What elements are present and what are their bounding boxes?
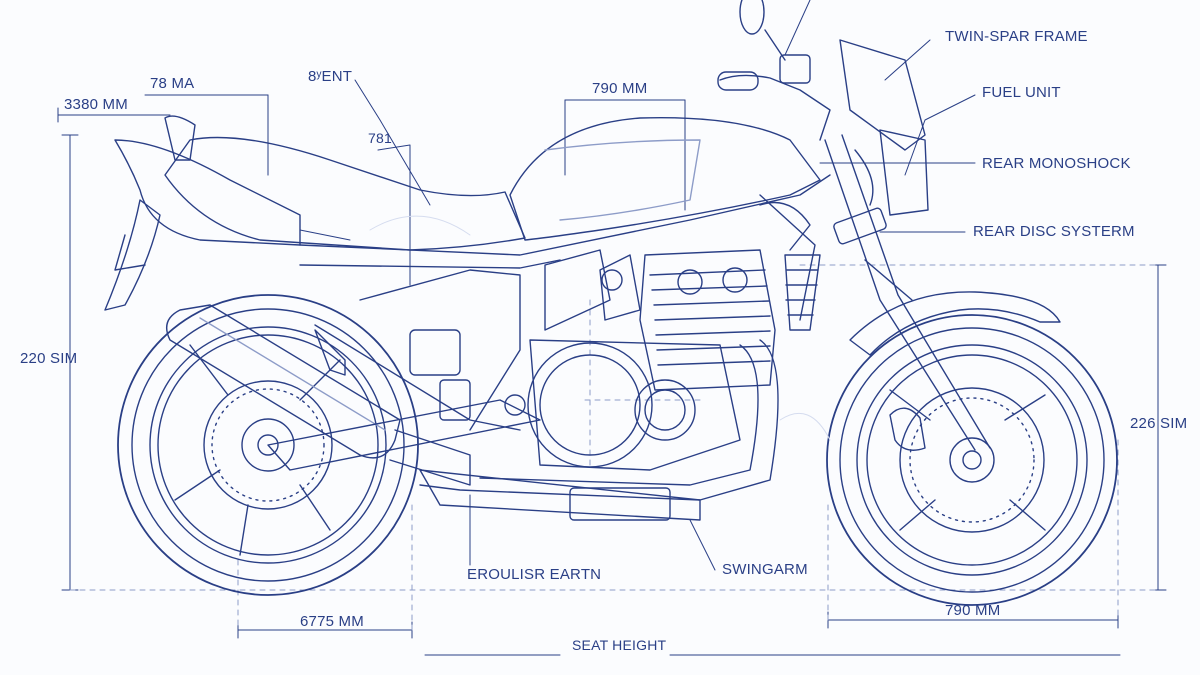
- front-fender: [849, 291, 1061, 356]
- front-fork: [824, 134, 991, 451]
- exhaust-headers: [419, 339, 779, 521]
- callout-swingarm: SWINGARM: [722, 561, 808, 578]
- callout-rear-disc-system: REAR DISC SYSTERM: [973, 223, 1135, 240]
- dim-left-height: 220 SIM: [20, 350, 78, 367]
- seat: [164, 136, 526, 251]
- dim-rear-base: 6775 MM: [300, 613, 364, 630]
- dim-overall-length: 3380 MM: [64, 96, 128, 113]
- dim-seat-height: SEAT HEIGHT: [572, 637, 667, 653]
- callout-rear-monoshock: REAR MONOSHOCK: [982, 155, 1131, 172]
- callout-twin-spar-frame: TWIN-SPAR FRAME: [945, 28, 1088, 45]
- callout-seat: 8ʸENT: [308, 68, 353, 85]
- frame: [299, 174, 831, 431]
- dim-right-height: 226 SIM: [1130, 415, 1188, 432]
- front-wheel: [826, 314, 1118, 606]
- dim-front-base: 790 MM: [945, 602, 1001, 619]
- muffler: [166, 304, 471, 486]
- engine: [409, 249, 776, 471]
- callout-fuel-unit: FUEL UNIT: [982, 84, 1061, 101]
- fuel-tank: [509, 117, 821, 241]
- callout-leaders: [267, 0, 976, 571]
- faint-watermark: [369, 215, 831, 441]
- callout-exhaust: EROULISR EARTN: [467, 566, 602, 583]
- swingarm-part: [267, 329, 541, 471]
- tail-cowl: [114, 139, 301, 246]
- rear-monoshock-part: [784, 254, 821, 331]
- dim-top-left: 78 MA: [150, 75, 195, 92]
- reference-dashes: [69, 264, 1161, 631]
- handlebar-headlight: [717, 0, 929, 216]
- dim-tank-width: 790 MM: [592, 80, 648, 97]
- callout-781: 781: [368, 130, 392, 146]
